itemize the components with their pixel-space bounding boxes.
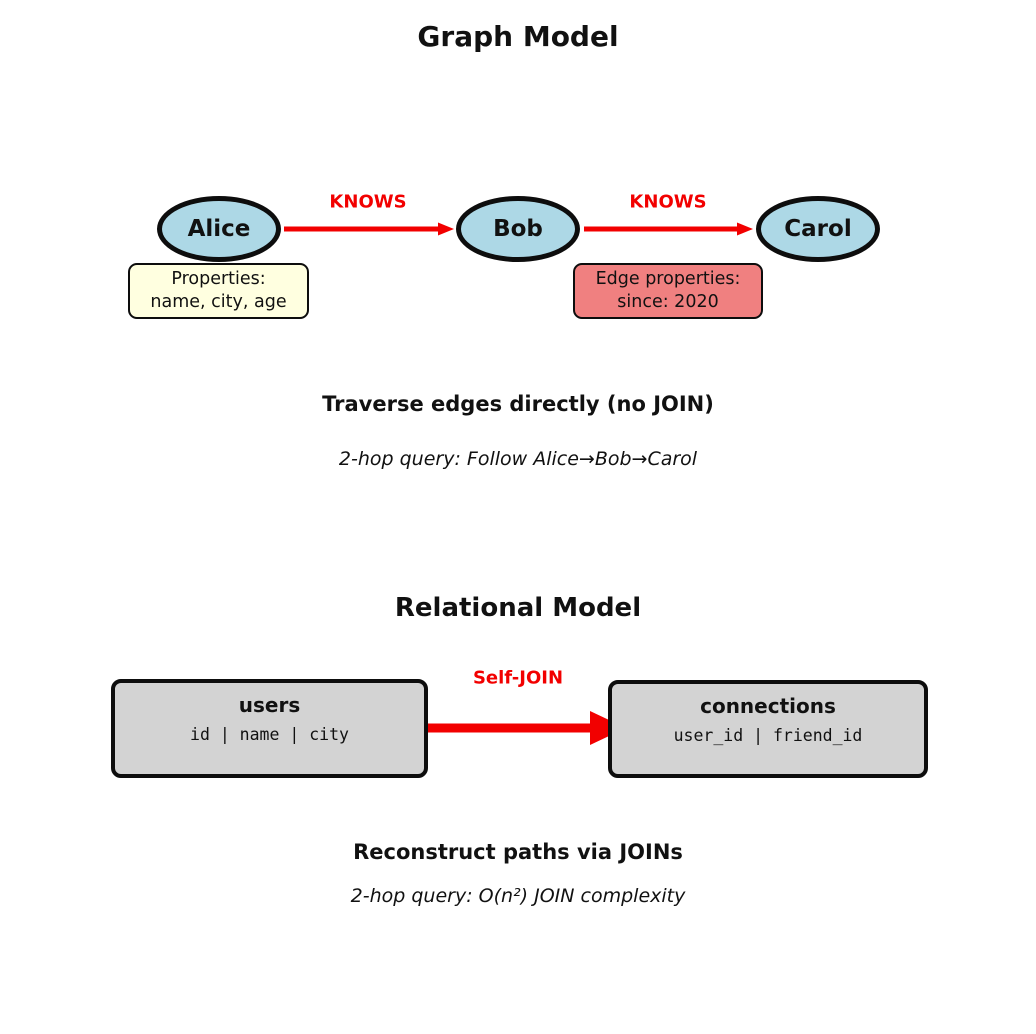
edge-label-knows-2: KNOWS (629, 191, 707, 213)
graph-subcaption: 2-hop query: Follow Alice→Bob→Carol (338, 448, 698, 470)
relational-model-title: Relational Model (394, 593, 642, 623)
node-bob: Bob (456, 196, 580, 262)
edge-properties-line1: Edge properties: (595, 269, 741, 289)
edge-alice-bob-arrowhead-icon (438, 222, 454, 236)
edge-bob-carol-arrowhead-icon (737, 222, 753, 236)
table-users-columns: id | name | city (190, 725, 349, 744)
relational-caption: Reconstruct paths via JOINs (353, 840, 683, 864)
table-connections-name: connections (700, 694, 836, 718)
node-properties-line2: name, city, age (150, 292, 287, 312)
node-alice-label: Alice (187, 216, 251, 242)
table-connections-columns: user_id | friend_id (673, 726, 863, 745)
node-alice: Alice (157, 196, 281, 262)
table-users-name: users (238, 693, 301, 717)
table-users: users id | name | city (111, 679, 428, 778)
self-join-label: Self-JOIN (472, 667, 564, 689)
graph-caption: Traverse edges directly (no JOIN) (322, 392, 714, 416)
node-bob-label: Bob (493, 216, 543, 242)
node-properties-line1: Properties: (171, 269, 266, 289)
edge-properties-line2: since: 2020 (617, 292, 719, 312)
edge-properties-box: Edge properties: since: 2020 (573, 263, 763, 319)
edge-label-knows-1: KNOWS (329, 191, 407, 213)
node-carol: Carol (756, 196, 880, 262)
node-carol-label: Carol (784, 216, 852, 242)
relational-subcaption: 2-hop query: O(n²) JOIN complexity (350, 885, 686, 907)
graph-model-title: Graph Model (417, 20, 619, 53)
table-connections: connections user_id | friend_id (608, 680, 928, 778)
node-properties-box: Properties: name, city, age (128, 263, 309, 319)
